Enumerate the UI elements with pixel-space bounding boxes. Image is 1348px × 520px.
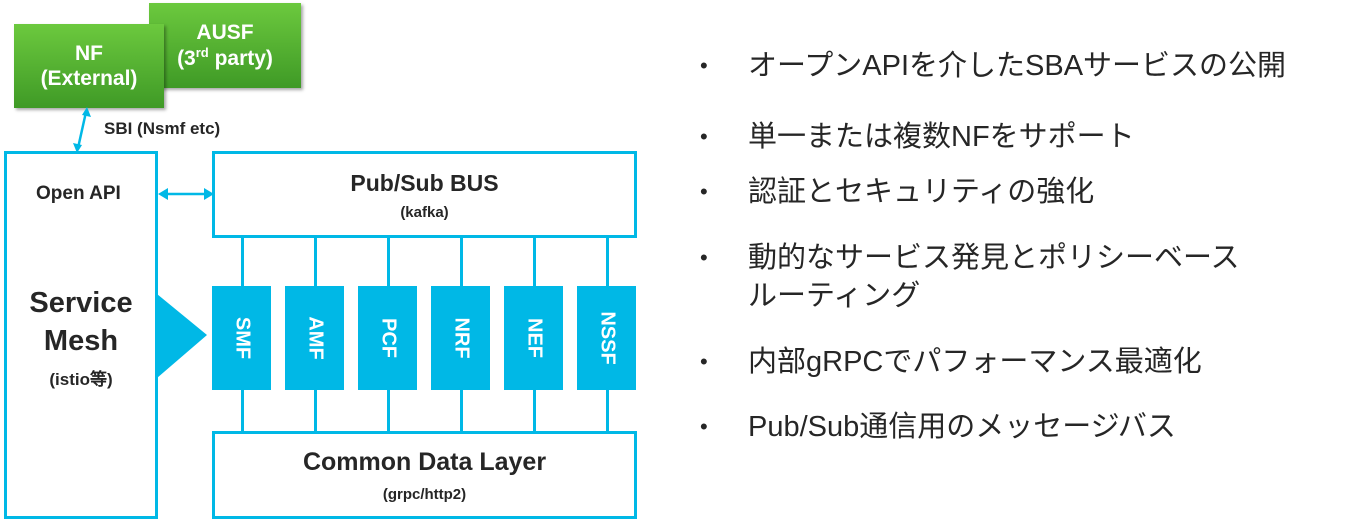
nf-block-label: PCF: [377, 318, 399, 358]
bullet-icon: •: [700, 179, 708, 204]
nf-block-pcf: PCF: [358, 286, 417, 390]
data-layer-connector-line: [606, 389, 609, 433]
nf-block-label: NSSF: [596, 311, 618, 365]
nf-block-nssf: NSSF: [577, 286, 636, 390]
bullet-icon: •: [700, 414, 708, 439]
bus-connector-line: [460, 238, 463, 286]
nf-sublabel: (External): [40, 67, 138, 90]
nf-block-smf: SMF: [212, 286, 271, 390]
open-api-arrow-icon: [158, 188, 214, 200]
feature-text: 動的なサービス発見とポリシーベースルーティング: [748, 242, 1240, 312]
feature-list-item: • 動的なサービス発見とポリシーベースルーティング: [700, 239, 1240, 315]
nf-block-label: SMF: [231, 316, 253, 360]
sbi-arrow-icon: [73, 107, 91, 153]
service-mesh-subtitle: (istio等): [49, 370, 113, 389]
data-layer-box: Common Data Layer (grpc/http2): [212, 431, 637, 519]
bus-connector-line: [606, 238, 609, 286]
sbi-label: SBI (Nsmf etc): [104, 119, 221, 138]
ausf-label: AUSF: [196, 20, 254, 44]
bus-connector-line: [533, 238, 536, 286]
pubsub-title: Pub/Sub BUS: [350, 170, 499, 196]
ausf-sublabel: (3rd party): [177, 45, 273, 70]
nf-block-label: NRF: [450, 317, 472, 359]
nf-block-label: NEF: [523, 318, 545, 358]
feature-text: 内部gRPCでパフォーマンス最適化: [748, 346, 1202, 378]
nf-block-nrf: NRF: [431, 286, 490, 390]
bullet-icon: •: [700, 245, 708, 270]
service-mesh-title: Service Mesh: [29, 287, 133, 357]
bus-connector-line: [314, 238, 317, 286]
bus-connector-line: [387, 238, 390, 286]
feature-list-item: • 認証とセキュリティの強化: [700, 173, 1094, 211]
nf-block-label: AMF: [304, 316, 326, 360]
open-api-label: Open API: [36, 183, 121, 204]
service-mesh-box: [4, 151, 158, 519]
data-layer-connector-line: [460, 389, 463, 433]
pubsub-bus-box: Pub/Sub BUS (kafka): [212, 151, 637, 238]
data-layer-connector-line: [314, 389, 317, 433]
feature-list-item: • オープンAPIを介したSBAサービスの公開: [700, 47, 1286, 85]
feature-text: 単一または複数NFをサポート: [748, 121, 1135, 153]
bullet-icon: •: [700, 124, 708, 149]
data-layer-subtitle: (grpc/http2): [382, 486, 467, 503]
feature-list-item: • 内部gRPCでパフォーマンス最適化: [700, 343, 1202, 381]
bullet-icon: •: [700, 349, 708, 374]
bullet-icon: •: [700, 53, 708, 78]
bus-connector-line: [241, 238, 244, 286]
pubsub-subtitle: (kafka): [400, 204, 449, 221]
ausf-box: AUSF (3rd party): [149, 3, 301, 88]
nf-label: NF: [75, 41, 103, 65]
nf-external-box: NF (External): [14, 24, 164, 108]
feature-text: 認証とセキュリティの強化: [748, 176, 1095, 208]
data-layer-connector-line: [387, 389, 390, 433]
nf-block-amf: AMF: [285, 286, 344, 390]
mesh-connector-triangle-icon: [157, 294, 207, 378]
feature-list-item: • 単一または複数NFをサポート: [700, 118, 1135, 156]
data-layer-connector-line: [533, 389, 536, 433]
feature-text: Pub/Sub通信用のメッセージバス: [748, 411, 1176, 443]
nf-block-nef: NEF: [504, 286, 563, 390]
feature-text: オープンAPIを介したSBAサービスの公開: [748, 50, 1287, 82]
data-layer-connector-line: [241, 389, 244, 433]
data-layer-title: Common Data Layer: [302, 448, 547, 476]
feature-list-item: • Pub/Sub通信用のメッセージバス: [700, 408, 1176, 446]
